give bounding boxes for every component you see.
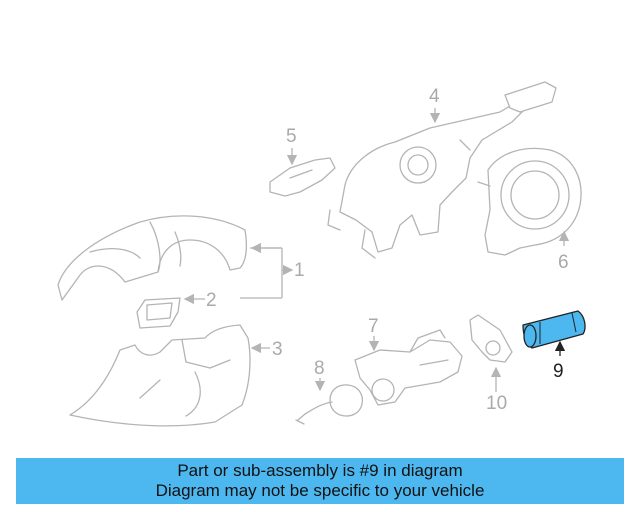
callout-4[interactable]: 4 bbox=[429, 86, 440, 107]
part-6-clock-spring[interactable] bbox=[477, 147, 582, 256]
callout-8[interactable]: 8 bbox=[314, 358, 325, 379]
part-7-ignition-housing[interactable] bbox=[354, 329, 463, 406]
callout-5[interactable]: 5 bbox=[286, 126, 297, 147]
leader-1 bbox=[240, 247, 292, 299]
callout-3[interactable]: 3 bbox=[272, 339, 283, 360]
callout-10[interactable]: 10 bbox=[486, 393, 507, 414]
callout-7[interactable]: 7 bbox=[368, 316, 379, 337]
part-2-clip[interactable] bbox=[136, 297, 181, 329]
callout-2[interactable]: 2 bbox=[206, 290, 217, 311]
part-8-ignition-switch[interactable] bbox=[295, 384, 364, 425]
callout-6[interactable]: 6 bbox=[558, 252, 569, 273]
callout-1[interactable]: 1 bbox=[294, 260, 305, 281]
part-1-upper-cover[interactable] bbox=[57, 215, 247, 301]
part-9-highlighted[interactable] bbox=[522, 310, 586, 349]
part-10-bracket[interactable] bbox=[469, 314, 513, 363]
banner-line-1: Part or sub-assembly is #9 in diagram bbox=[177, 461, 463, 480]
part-5-bracket[interactable] bbox=[269, 157, 336, 197]
banner-line-2: Diagram may not be specific to your vehi… bbox=[155, 481, 485, 500]
part-4-combination-switch[interactable] bbox=[327, 81, 557, 259]
callout-9[interactable]: 9 bbox=[553, 361, 564, 382]
part-3-lower-cover[interactable] bbox=[69, 324, 251, 427]
info-banner: Part or sub-assembly is #9 in diagram Di… bbox=[16, 458, 624, 504]
